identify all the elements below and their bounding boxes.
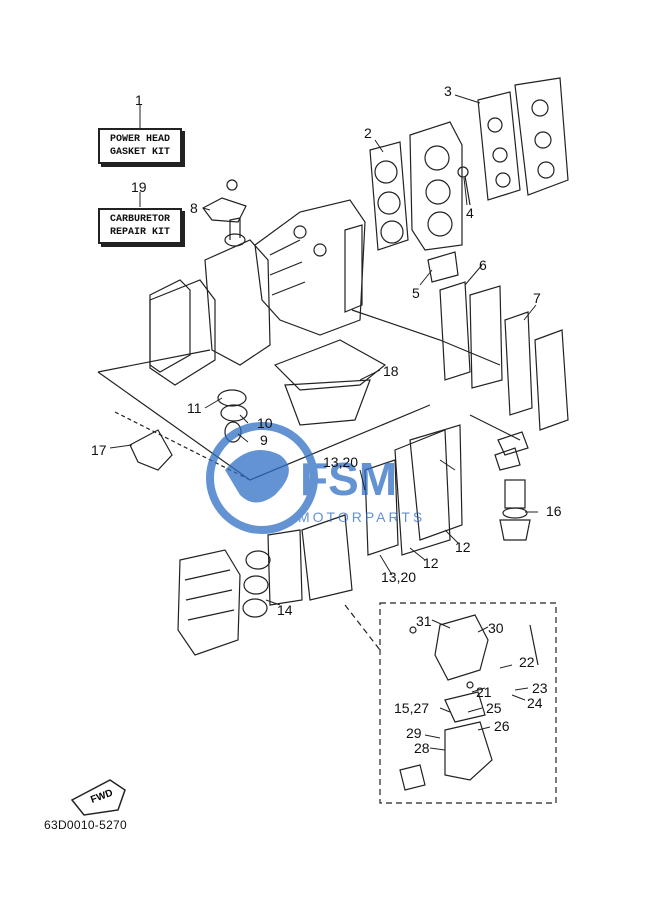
callout-25: 25 — [486, 700, 502, 716]
watermark-brand: FSM — [300, 453, 397, 505]
power-head-kit-line2: GASKET KIT — [109, 147, 170, 158]
callout-6: 6 — [479, 257, 487, 273]
callout-13-20b: 13,20 — [381, 569, 416, 585]
callout-14: 14 — [277, 602, 293, 618]
head-cover-gasket-3 — [477, 91, 521, 201]
power-head-gasket-kit-box: POWER HEAD GASKET KIT — [98, 128, 182, 164]
callout-7: 7 — [533, 290, 541, 306]
callout-21: 21 — [476, 684, 492, 700]
bearing-housing-8 — [202, 179, 247, 223]
carburetor — [399, 614, 539, 791]
carburetor-kit-line1: CARBURETOR — [109, 214, 170, 225]
callout-8: 8 — [190, 200, 198, 216]
carburetor-kit-line2: REPAIR KIT — [109, 227, 170, 238]
callout-26: 26 — [494, 718, 510, 734]
callout-15-27: 15,27 — [394, 700, 429, 716]
crankcase-lower — [149, 217, 271, 386]
drawing-code: 63D0010-5270 — [44, 818, 128, 832]
callout-24: 24 — [527, 695, 543, 711]
carburetor-repair-kit-box: CARBURETOR REPAIR KIT — [98, 208, 182, 244]
callout-13-20a: 13,20 — [323, 454, 358, 470]
gasket-7 — [504, 311, 569, 431]
watermark-sub: MOTORPARTS — [298, 509, 425, 525]
callout-28: 28 — [414, 740, 430, 756]
head-cover — [514, 77, 569, 196]
exhaust-cover — [149, 279, 191, 373]
callout-30: 30 — [488, 620, 504, 636]
callout-5: 5 — [412, 285, 420, 301]
callout-31: 31 — [416, 613, 432, 629]
power-head-kit-line1: POWER HEAD — [109, 134, 170, 145]
callout-19: 19 — [131, 179, 147, 195]
gasket-5 — [427, 251, 459, 283]
callout-9: 9 — [260, 432, 268, 448]
callout-10: 10 — [257, 415, 273, 431]
callout-1: 1 — [135, 92, 143, 108]
fwd-arrow-icon: FWD — [70, 779, 126, 816]
callout-11: 11 — [187, 400, 202, 416]
callout-2: 2 — [364, 125, 372, 141]
callout-12b: 12 — [423, 555, 439, 571]
reed-valve-12 — [364, 424, 463, 556]
cylinder-block — [254, 199, 366, 336]
base-gasket-18 — [273, 339, 387, 426]
filter-16 — [494, 431, 531, 541]
plug-4 — [457, 166, 471, 206]
callout-16: 16 — [546, 503, 562, 519]
callout-17: 17 — [91, 442, 107, 458]
silencer — [177, 549, 241, 656]
head-gasket-2 — [369, 141, 409, 251]
callout-22: 22 — [519, 654, 535, 670]
callout-4: 4 — [466, 205, 474, 221]
fsm-watermark: FSM MOTORPARTS — [206, 422, 425, 534]
callout-3: 3 — [444, 83, 452, 99]
callout-12a: 12 — [455, 539, 471, 555]
callout-18: 18 — [383, 363, 399, 379]
cylinder-head — [409, 121, 463, 251]
intake-manifold-14 — [242, 514, 353, 618]
callout-23: 23 — [532, 680, 548, 696]
cover-17 — [129, 429, 173, 471]
gasket-6 — [439, 281, 503, 389]
callout-29: 29 — [406, 725, 422, 741]
